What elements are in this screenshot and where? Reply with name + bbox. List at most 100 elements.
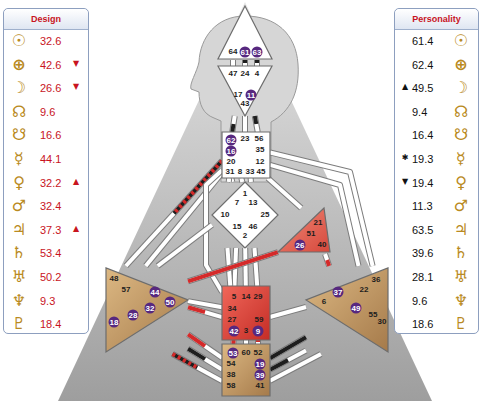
channel-fill bbox=[188, 301, 222, 307]
design-value: 32.6 bbox=[40, 36, 61, 47]
channel-fill bbox=[229, 178, 234, 182]
planet-symbol: ♇ bbox=[12, 316, 26, 332]
gate-number: 41 bbox=[256, 382, 265, 390]
channel-line bbox=[250, 178, 251, 182]
planet-symbol: ♄ bbox=[12, 245, 26, 261]
channel-outline bbox=[173, 354, 223, 381]
change-marker: ▲ bbox=[73, 178, 79, 186]
gate-number: 56 bbox=[255, 135, 264, 143]
gate-number: 21 bbox=[314, 219, 323, 227]
channel-outline bbox=[325, 254, 329, 266]
channel-fill bbox=[270, 165, 359, 266]
channel-fill bbox=[243, 60, 247, 66]
gate-number: 8 bbox=[238, 168, 242, 176]
design-value: 50.2 bbox=[40, 272, 61, 283]
center-shape bbox=[278, 208, 330, 252]
channel-fill bbox=[325, 254, 329, 266]
gate-number: 3 bbox=[244, 327, 248, 335]
gate-number: 38 bbox=[227, 371, 236, 379]
channel-line bbox=[268, 178, 302, 208]
planet-symbol: ♇ bbox=[454, 316, 468, 332]
active-gate-number: 62 bbox=[226, 135, 237, 146]
active-gate-number: 16 bbox=[226, 146, 237, 157]
channel-outline bbox=[255, 340, 261, 344]
planet-symbol: ♅ bbox=[12, 269, 26, 285]
planet-symbol: ⊕ bbox=[12, 57, 25, 73]
active-gate-number: 18 bbox=[109, 317, 120, 328]
personality-value: 18.6 bbox=[412, 319, 433, 330]
active-gate-number: 53 bbox=[228, 348, 239, 359]
gate-number: 45 bbox=[257, 168, 266, 176]
channel-fill bbox=[270, 152, 373, 266]
channel-fill bbox=[255, 60, 259, 66]
active-gate-number: 11 bbox=[246, 90, 257, 101]
channel-line bbox=[245, 248, 247, 286]
channel-activation bbox=[270, 360, 288, 370]
gate-number: 15 bbox=[233, 223, 242, 231]
center-shape bbox=[218, 6, 272, 59]
gate-number: 14 bbox=[242, 293, 251, 301]
planet-symbol: ⊕ bbox=[454, 57, 467, 73]
channel-outline bbox=[238, 178, 245, 182]
channel-outline bbox=[270, 354, 321, 381]
planet-symbol: ☽ bbox=[12, 80, 26, 96]
design-value: 44.1 bbox=[40, 154, 61, 165]
channel-fill bbox=[255, 248, 258, 286]
gate-number: 40 bbox=[318, 241, 327, 249]
personality-value: 9.6 bbox=[412, 295, 427, 306]
gate-number: 2 bbox=[243, 232, 247, 240]
design-value: 42.6 bbox=[40, 59, 61, 70]
channel-outline bbox=[188, 301, 222, 307]
channel-activation bbox=[231, 340, 235, 344]
gate-number: 46 bbox=[249, 223, 258, 231]
design-value: 16.6 bbox=[40, 130, 61, 141]
panel-header: Personality bbox=[395, 9, 478, 30]
gate-number: 22 bbox=[360, 286, 369, 294]
planet-symbol: ♃ bbox=[454, 222, 468, 238]
channel-fill bbox=[231, 340, 235, 344]
channel-outline bbox=[226, 178, 232, 182]
channel-line bbox=[146, 173, 222, 266]
planet-symbol: ☊ bbox=[12, 104, 26, 120]
gate-number: 1 bbox=[243, 190, 247, 198]
channel-line bbox=[158, 225, 212, 266]
gate-number: 4 bbox=[255, 70, 259, 78]
channel-line bbox=[228, 178, 229, 182]
channel-line bbox=[258, 340, 259, 344]
channel-outline bbox=[232, 116, 234, 132]
gate-number: 17 bbox=[234, 91, 243, 99]
active-gate-number: 44 bbox=[150, 287, 161, 298]
channel-outline bbox=[228, 178, 235, 182]
panel-title: Design bbox=[31, 14, 61, 24]
channel-activation bbox=[188, 252, 278, 281]
gate-number: 58 bbox=[227, 382, 236, 390]
change-marker: ✱ bbox=[402, 154, 409, 162]
personality-value: 61.4 bbox=[412, 36, 433, 47]
planet-symbol: ☉ bbox=[454, 33, 468, 49]
channel-fill bbox=[270, 307, 306, 317]
gate-number: 27 bbox=[228, 316, 237, 324]
channel-outline bbox=[242, 248, 249, 286]
channel-activation bbox=[232, 124, 233, 132]
design-value: 53.4 bbox=[40, 248, 61, 259]
channel-outline bbox=[248, 178, 254, 182]
personality-value: 62.4 bbox=[412, 59, 433, 70]
gate-number: 36 bbox=[372, 276, 381, 284]
center-shape bbox=[222, 286, 270, 340]
planet-symbol: ☉ bbox=[12, 33, 26, 49]
center-shape bbox=[222, 132, 270, 178]
change-marker: ▼ bbox=[73, 60, 79, 68]
gate-number: 10 bbox=[221, 211, 230, 219]
gate-number: 6 bbox=[322, 298, 326, 306]
design-value: 9.3 bbox=[40, 295, 55, 306]
channel-outline bbox=[230, 340, 236, 344]
channel-line bbox=[270, 354, 321, 381]
channel-fill bbox=[158, 225, 212, 266]
gate-number: 33 bbox=[246, 168, 255, 176]
gate-number: 60 bbox=[242, 349, 251, 357]
channel-fill bbox=[227, 178, 231, 182]
personality-value: 19.3 bbox=[412, 154, 433, 165]
channel-line bbox=[241, 178, 243, 182]
planet-symbol: ♂ bbox=[12, 198, 26, 214]
planet-symbol: ☊ bbox=[454, 104, 468, 120]
